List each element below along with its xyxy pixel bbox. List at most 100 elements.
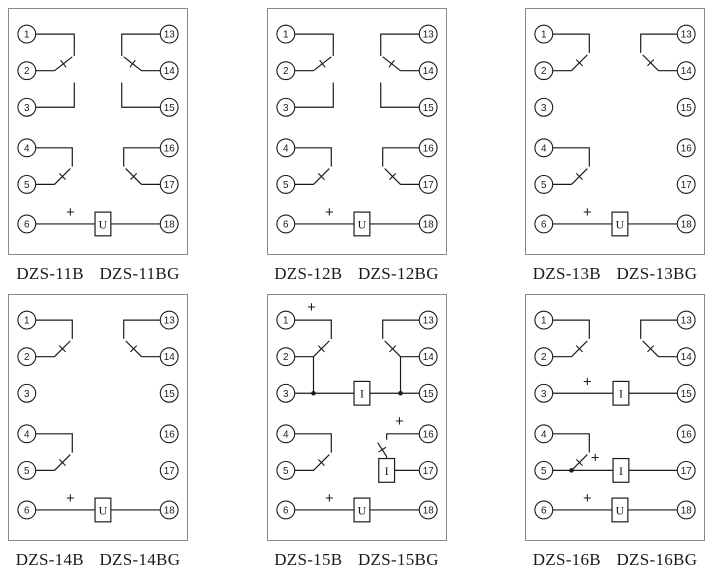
terminal-circle-icon	[534, 214, 554, 234]
terminal-number: 13	[422, 316, 433, 327]
wire	[379, 82, 419, 108]
terminal-circle-icon	[159, 174, 179, 194]
model-label: DZS-13B	[532, 264, 601, 283]
terminal-circle-icon	[17, 214, 37, 234]
coil-box-icon	[611, 211, 629, 237]
terminal-circle-icon	[17, 310, 37, 330]
delay-tick-icon	[387, 59, 395, 68]
terminal-number: 6	[541, 506, 547, 517]
coil-box-icon	[377, 457, 395, 483]
terminal-number: 18	[422, 220, 433, 231]
model-label-variant: DZS-12BG	[357, 264, 439, 283]
terminal-number: 17	[681, 466, 692, 477]
terminal-number: 1	[24, 30, 30, 41]
terminal-number: 5	[24, 180, 30, 191]
coil-label: U	[616, 503, 625, 517]
coil-label: U	[99, 503, 108, 517]
polarity-plus-sign: +	[395, 414, 404, 430]
coil-box-icon	[94, 497, 112, 523]
terminal-circle-icon	[17, 424, 37, 444]
model-label: DZS-16B	[532, 550, 601, 569]
terminal-circle-icon	[275, 97, 295, 117]
terminal-number: 4	[283, 143, 289, 154]
diagram-caption: DZS-15B DZS-15BG	[274, 550, 439, 570]
coil-label: I	[619, 387, 623, 401]
model-label-variant: DZS-11BG	[99, 264, 180, 283]
coil-box-icon	[611, 497, 629, 523]
terminal-circle-icon	[275, 424, 295, 444]
terminal-number: 17	[422, 180, 433, 191]
delay-tick-icon	[317, 458, 325, 467]
terminal-number: 18	[681, 220, 692, 231]
terminal-number: 17	[164, 180, 175, 191]
terminal-circle-icon	[534, 310, 554, 330]
terminal-number: 14	[164, 66, 175, 77]
terminal-circle-icon	[534, 383, 554, 403]
terminal-number: 16	[422, 143, 433, 154]
coil-label: U	[99, 217, 108, 231]
terminal-number: 16	[422, 429, 433, 440]
delay-tick-icon	[58, 458, 66, 467]
delay-tick-icon	[130, 345, 138, 353]
terminal-circle-icon	[275, 383, 295, 403]
coil-box-icon	[352, 497, 370, 523]
terminal-circle-icon	[159, 138, 179, 158]
coil-box-icon	[612, 457, 630, 483]
terminal-circle-icon	[17, 24, 37, 44]
terminal-number: 3	[24, 389, 30, 400]
terminal-number: 4	[541, 429, 547, 440]
terminal-number: 3	[283, 103, 289, 114]
wire	[552, 147, 590, 167]
terminal-number: 18	[681, 506, 692, 517]
coil-label: U	[357, 217, 366, 231]
coil-label: I	[384, 464, 388, 478]
terminal-number: 5	[283, 466, 289, 477]
delay-tick-icon	[575, 458, 583, 467]
terminal-number: 2	[283, 66, 289, 77]
terminal-number: 2	[24, 352, 30, 363]
terminal-circle-icon	[17, 174, 37, 194]
terminal-circle-icon	[159, 310, 179, 330]
wire	[552, 319, 590, 339]
delay-tick-icon	[575, 172, 583, 181]
terminal-number: 3	[541, 389, 547, 400]
terminal-number: 6	[283, 506, 289, 517]
terminal-number: 5	[541, 180, 547, 191]
terminal-number: 5	[283, 180, 289, 191]
diagram-caption: DZS-16B DZS-16BG	[533, 550, 698, 570]
wire	[35, 33, 75, 56]
terminal-number: 15	[422, 103, 433, 114]
model-label: DZS-15B	[274, 550, 343, 569]
terminal-circle-icon	[418, 424, 438, 444]
terminal-number: 13	[164, 30, 175, 41]
delay-tick-icon	[575, 59, 583, 67]
model-label-variant: DZS-13BG	[616, 264, 698, 283]
terminal-number: 1	[541, 30, 547, 41]
wire	[294, 433, 332, 453]
coil-label: I	[359, 387, 363, 401]
terminal-circle-icon	[159, 424, 179, 444]
diagram-caption: DZS-12B DZS-12BG	[274, 264, 439, 284]
terminal-number: 4	[24, 429, 30, 440]
terminal-circle-icon	[159, 460, 179, 480]
wire	[294, 147, 332, 167]
terminal-circle-icon	[275, 24, 295, 44]
terminal-circle-icon	[17, 460, 37, 480]
wire	[552, 33, 590, 53]
terminal-circle-icon	[159, 383, 179, 403]
terminal-number: 14	[681, 66, 692, 77]
terminal-number: 13	[681, 316, 692, 327]
polarity-plus-sign: +	[307, 300, 316, 316]
model-label: DZS-14B	[15, 550, 84, 569]
delay-tick-icon	[318, 59, 326, 68]
terminal-circle-icon	[17, 347, 37, 367]
polarity-plus-sign: +	[324, 205, 333, 221]
terminal-circle-icon	[676, 500, 696, 520]
